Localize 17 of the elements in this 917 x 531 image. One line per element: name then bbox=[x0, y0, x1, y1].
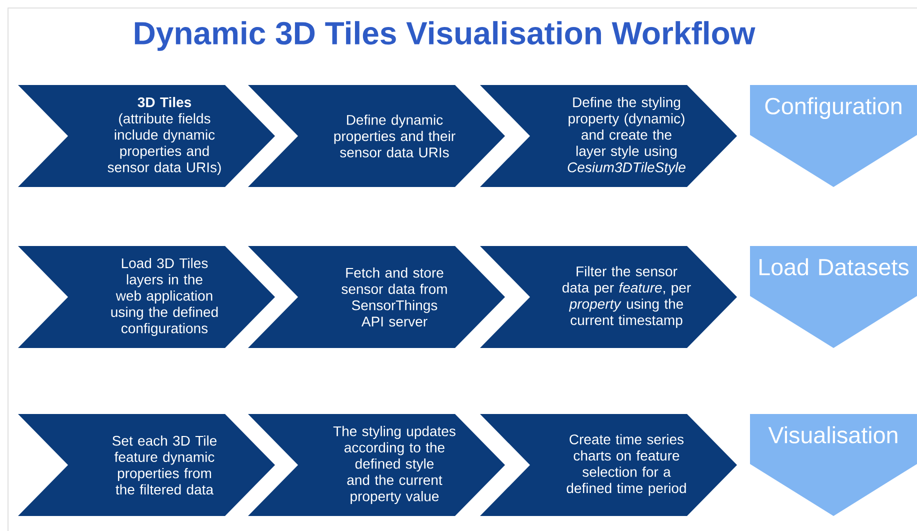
chevron-box: The styling updates according to the defined style and the current property value bbox=[248, 414, 505, 516]
chevron-box: Filter the sensor data per feature, per property using the current timestamp bbox=[480, 246, 737, 348]
title: Dynamic 3D Tiles Visualisation Workflow bbox=[134, 21, 756, 51]
node-label: Load 3D Tiles layers in the web application using the defined configurations bbox=[111, 258, 218, 336]
chevron-box: 3D Tiles (attribute fields include dynamic properties and sensor data URIs) bbox=[18, 85, 275, 187]
node-label: The styling updates according to the defined style and the current property value bbox=[333, 426, 456, 504]
chevron-box: Load 3D Tiles layers in the web application using the defined configurations bbox=[18, 246, 275, 348]
node-label: Set each 3D Tile feature dynamic properties from the filtered data bbox=[112, 435, 217, 495]
chevron-box: Create time series charts on feature selection for a defined time period bbox=[480, 414, 737, 516]
node-label: (attribute fields include dynamic properties and sensor data URIs) bbox=[108, 113, 221, 176]
chevron-box: Set each 3D Tile feature dynamic properties from the filtered data bbox=[18, 414, 275, 516]
node-label: 3D Tiles bbox=[138, 96, 192, 108]
node-label: Define dynamic properties and their sensor data URIs bbox=[334, 114, 456, 158]
node-label: Fetch and store sensor data from SensorThings API server bbox=[342, 267, 447, 327]
chevron-box: Define dynamic properties and their sensor data URIs bbox=[248, 85, 505, 187]
chevron-box: Define the styling property (dynamic) and create the layer style using Cesium3DTileStyle bbox=[480, 85, 737, 187]
chevron-box: Fetch and store sensor data from SensorThings API server bbox=[248, 246, 505, 348]
